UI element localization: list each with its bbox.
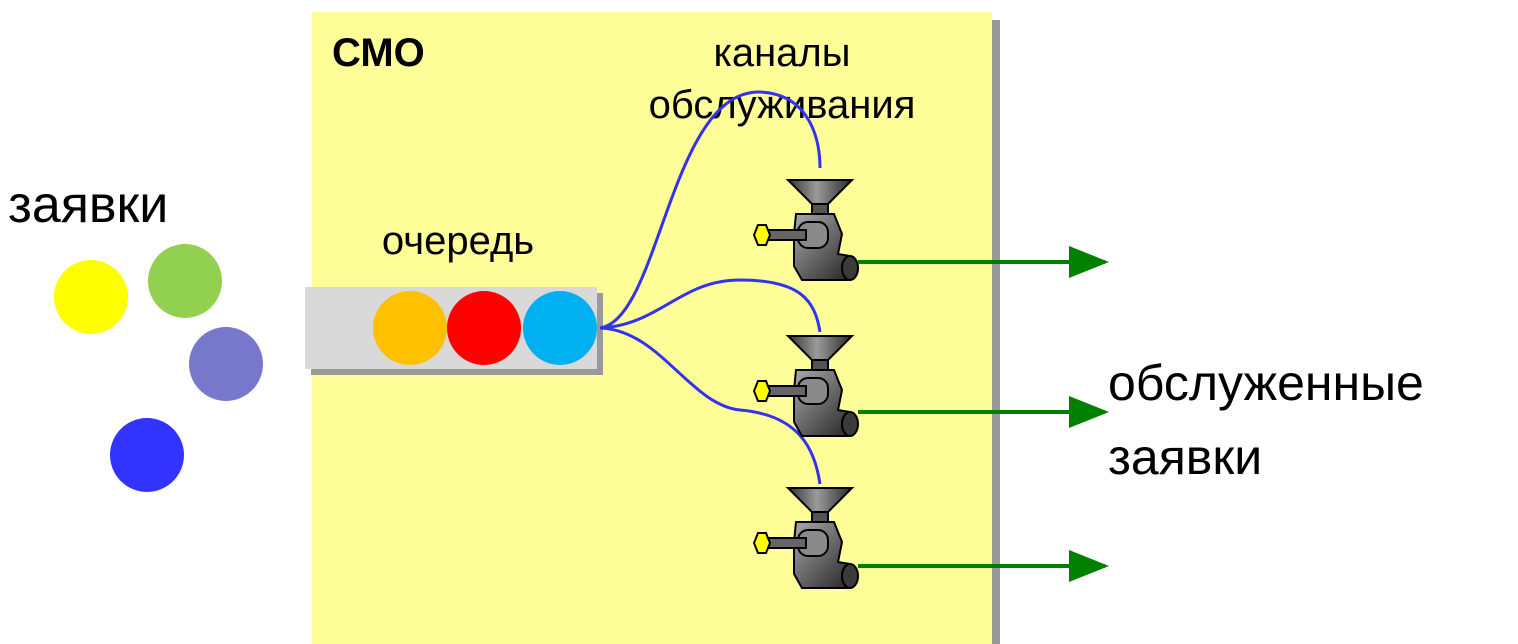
outgoing-label-line1: обслуженные	[1108, 355, 1424, 411]
request-circle-purple	[189, 327, 263, 401]
queue-item-red	[447, 291, 521, 365]
request-circle-yellow	[54, 260, 128, 334]
queue-label: очередь	[382, 219, 534, 263]
channels-label-line2: обслуживания	[649, 83, 916, 127]
channels-label-line1: каналы	[713, 31, 850, 75]
connector-channel-1	[599, 90, 822, 330]
outgoing-label-line2: заявки	[1108, 429, 1262, 485]
request-circle-green	[148, 244, 222, 318]
queue-item-cyan	[523, 291, 597, 365]
queue-item-orange	[373, 291, 447, 365]
incoming-label: заявки	[8, 176, 168, 234]
connector-channel-2	[599, 278, 822, 333]
system-title: СМО	[332, 31, 425, 75]
request-circle-blue	[110, 418, 184, 492]
connector-channel-3	[599, 326, 822, 485]
